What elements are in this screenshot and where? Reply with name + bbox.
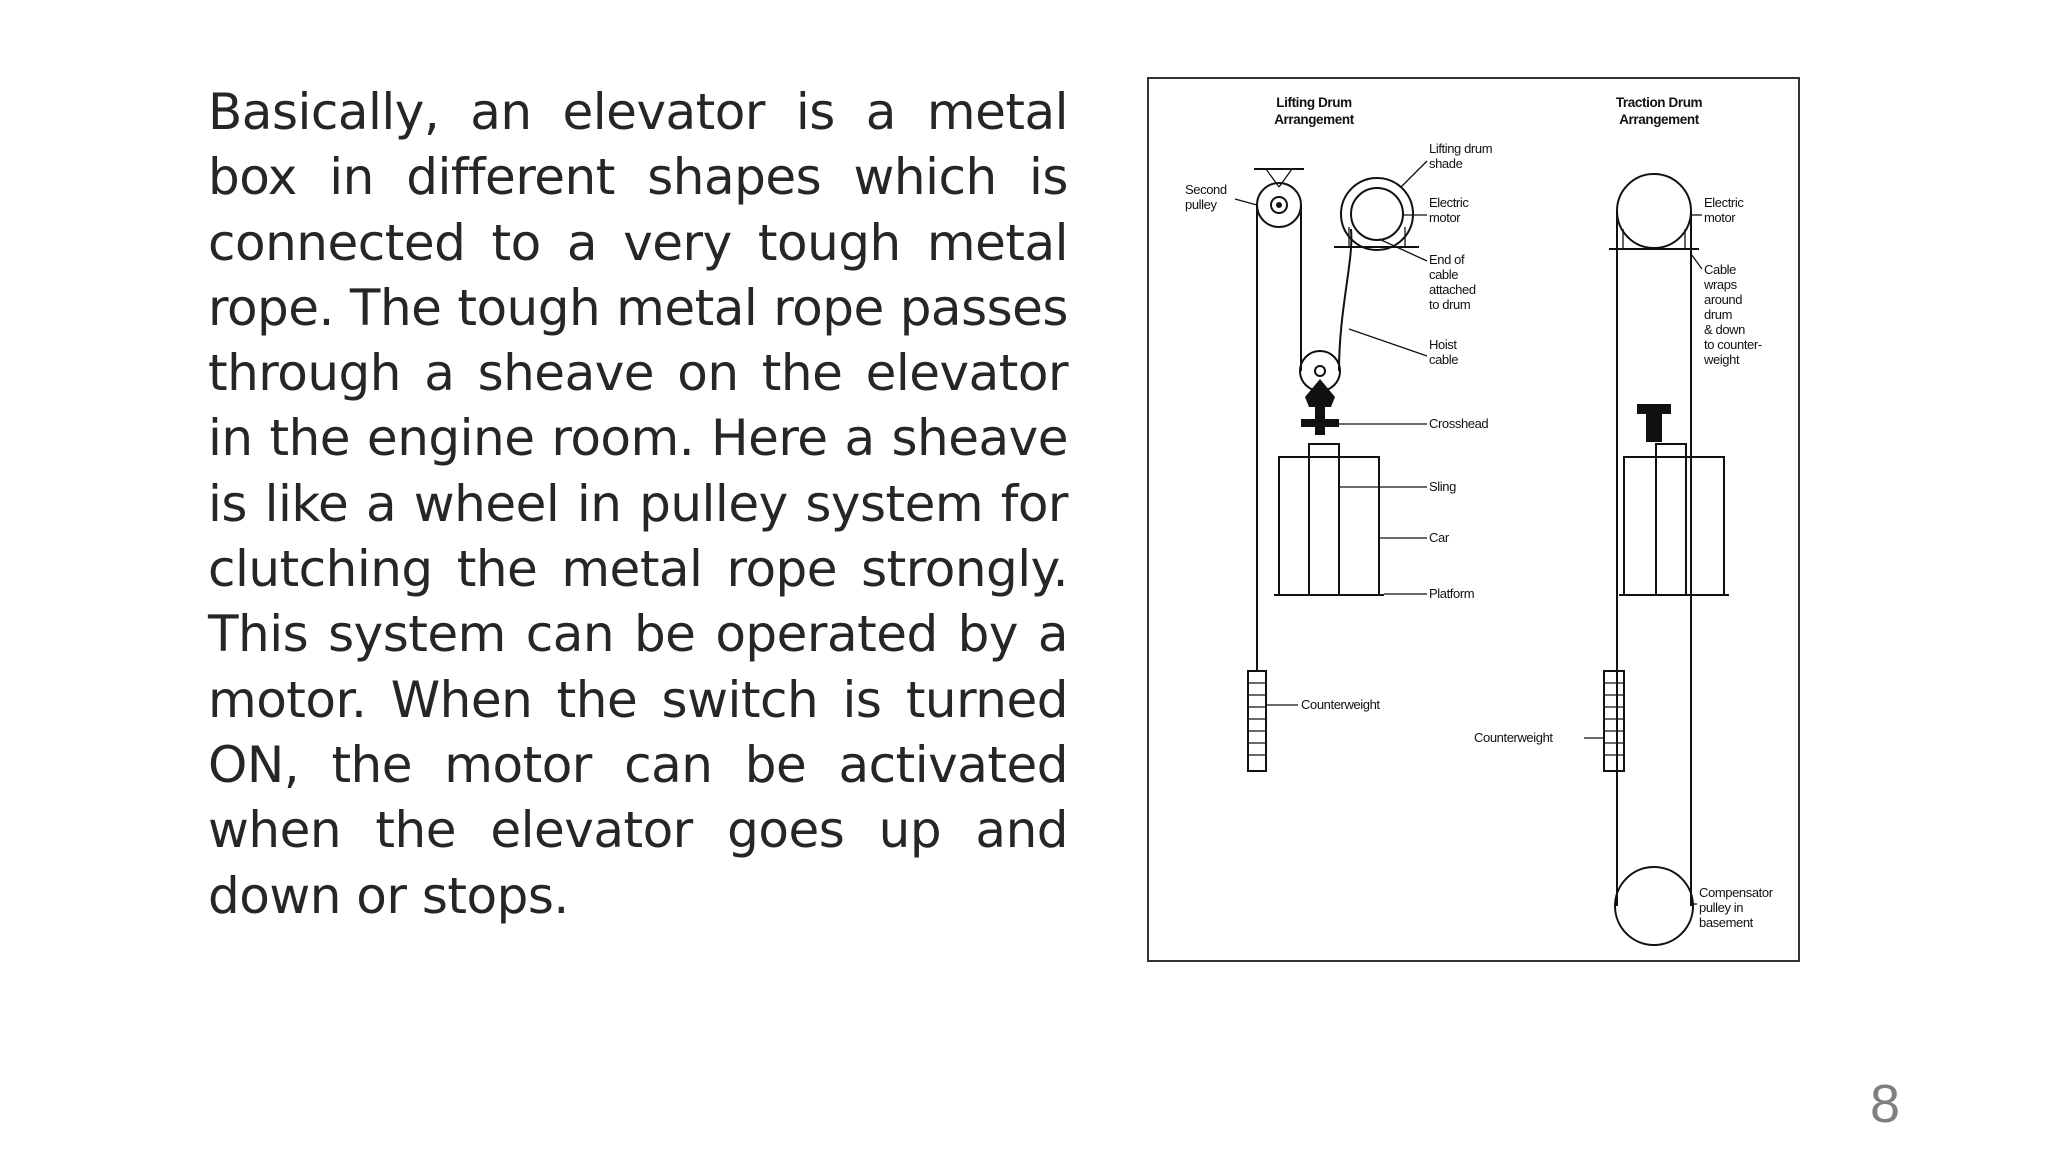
label-compensator-2: pulley in <box>1699 900 1743 915</box>
body-text: Basically, an elevator is a metal box in… <box>208 83 1069 925</box>
label-compensator-3: basement <box>1699 915 1754 930</box>
label-cable-wraps-1: Cable <box>1704 262 1736 277</box>
leader-drum-shade <box>1400 160 1428 188</box>
lifting-drum-shade <box>1340 177 1414 251</box>
leader-second-pulley <box>1234 198 1258 206</box>
label-second-pulley-2: pulley <box>1185 197 1217 212</box>
counterweight-left-segments <box>1248 682 1266 756</box>
electric-motor-drum <box>1350 187 1404 241</box>
label-end-of-cable-3: attached <box>1429 282 1476 297</box>
label-lifting-drum-shade-2: shade <box>1429 156 1463 171</box>
elevator-diagram: Lifting Drum Arrangement <box>1147 77 1800 962</box>
leader-hoist-cable <box>1348 328 1428 357</box>
second-pulley-hub <box>1270 196 1288 214</box>
label-cable-wraps-6: to counter- <box>1704 337 1762 352</box>
crosshead <box>1301 419 1339 427</box>
page-number: 8 <box>1869 1074 1900 1134</box>
lifting-drum-title-1: Lifting Drum <box>1276 95 1352 110</box>
label-hoist-cable-2: cable <box>1429 352 1458 367</box>
label-compensator-1: Compensator <box>1699 885 1774 900</box>
label-platform: Platform <box>1429 586 1474 601</box>
label-cable-wraps-3: around <box>1704 292 1742 307</box>
car-right <box>1623 456 1725 596</box>
label-cable-wraps-2: wraps <box>1703 277 1738 292</box>
label-end-of-cable-2: cable <box>1429 267 1458 282</box>
second-pulley-axle <box>1276 202 1282 208</box>
label-cable-wraps-4: drum <box>1704 307 1732 322</box>
counterweight-right-segments <box>1604 682 1624 756</box>
leader-cable-wraps <box>1690 253 1703 270</box>
label-end-of-cable-1: End of <box>1429 252 1465 267</box>
label-electric-motor-right-1: Electric <box>1704 195 1744 210</box>
elevator-diagram-svg: Lifting Drum Arrangement <box>1185 95 1774 946</box>
label-counterweight-left: Counterweight <box>1301 697 1380 712</box>
label-sling: Sling <box>1429 479 1456 494</box>
label-second-pulley-1: Second <box>1185 182 1227 197</box>
label-cable-wraps-7: weight <box>1703 352 1740 367</box>
label-electric-motor-left-2: motor <box>1429 210 1461 225</box>
car-sheave-hub <box>1314 365 1326 377</box>
label-crosshead: Crosshead <box>1429 416 1488 431</box>
leader-end-of-cable <box>1378 238 1428 262</box>
compensator-pulley <box>1614 866 1694 946</box>
label-counterweight-right: Counterweight <box>1474 730 1553 745</box>
sheave-yoke <box>1305 379 1335 407</box>
label-end-of-cable-4: to drum <box>1429 297 1470 312</box>
counterweight-left <box>1247 670 1267 772</box>
sling <box>1308 443 1340 596</box>
label-car: Car <box>1429 530 1450 545</box>
hoist-cable <box>1338 228 1353 372</box>
car-body <box>1278 456 1380 596</box>
label-lifting-drum-shade-1: Lifting drum <box>1429 141 1492 156</box>
label-electric-motor-left-1: Electric <box>1429 195 1469 210</box>
label-electric-motor-right-2: motor <box>1704 210 1736 225</box>
crosshead-right <box>1637 404 1671 414</box>
sling-right <box>1655 443 1687 596</box>
counterweight-right <box>1603 670 1625 772</box>
traction-drum-title-1: Traction Drum <box>1616 95 1703 110</box>
label-cable-wraps-5: & down <box>1704 322 1745 337</box>
label-hoist-cable-1: Hoist <box>1429 337 1457 352</box>
traction-drum-title-2: Arrangement <box>1619 112 1700 127</box>
traction-motor <box>1616 173 1692 249</box>
lifting-drum-title-2: Arrangement <box>1274 112 1355 127</box>
